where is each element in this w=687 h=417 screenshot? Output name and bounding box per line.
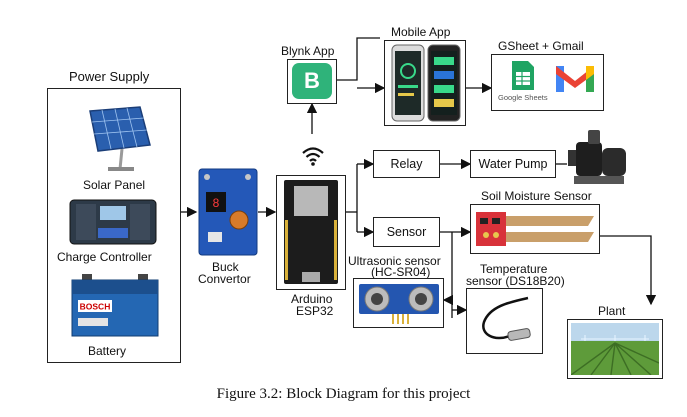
solar-panel-label: Solar Panel xyxy=(83,178,146,192)
soil-moisture-probe-image xyxy=(476,212,594,246)
sensor-block: Sensor xyxy=(373,217,440,247)
esp32-board-image xyxy=(284,180,338,284)
battery-image: BOSCH xyxy=(71,274,159,337)
figure-caption: Figure 3.2: Block Diagram for this proje… xyxy=(216,386,471,402)
soil-moisture-title: Soil Moisture Sensor xyxy=(481,189,592,203)
google-sheets-label: Google Sheets xyxy=(498,93,548,102)
solar-panel-image xyxy=(89,106,151,171)
water-pump-block: Water Pump xyxy=(470,150,556,178)
power-supply-title: Power Supply xyxy=(69,69,150,84)
ultrasonic-title-line2: (HC-SR04) xyxy=(371,265,431,279)
buck-label-line2: Convertor xyxy=(198,272,251,286)
mobile-phones-image xyxy=(391,44,461,122)
arrow-soil-to-plant xyxy=(600,235,657,306)
water-pump-image xyxy=(568,130,626,184)
svg-text:8: 8 xyxy=(213,196,220,210)
buck-label-line1: Buck xyxy=(212,260,239,274)
temperature-probe-image xyxy=(482,296,531,341)
charge-controller-label: Charge Controller xyxy=(57,250,152,264)
gmail-icon xyxy=(556,66,594,92)
plant-title: Plant xyxy=(598,304,626,318)
battery-label: Battery xyxy=(88,344,127,358)
ultrasonic-title-line1: Ultrasonic sensor xyxy=(348,254,441,268)
buck-convertor-image: 8 xyxy=(198,168,258,256)
blynk-logo-icon: B xyxy=(292,63,332,99)
plant-field-image xyxy=(571,323,659,375)
temperature-title-line1: Temperature xyxy=(480,262,548,276)
temperature-title-line2: sensor (DS18B20) xyxy=(466,274,565,288)
svg-text:BOSCH: BOSCH xyxy=(80,302,111,312)
line-blynk-to-mobile xyxy=(337,37,380,81)
charge-controller-image xyxy=(69,199,157,245)
gsheet-gmail-box xyxy=(491,54,604,111)
mobile-app-title: Mobile App xyxy=(391,25,451,39)
wifi-icon xyxy=(302,147,324,166)
ultrasonic-sensor-image xyxy=(359,284,439,324)
relay-block: Relay xyxy=(373,150,440,178)
gsheet-gmail-title: GSheet + Gmail xyxy=(498,39,584,53)
arduino-label-line1: Arduino xyxy=(291,292,333,306)
arduino-label-line2: ESP32 xyxy=(296,304,334,318)
blynk-title: Blynk App xyxy=(281,44,335,58)
google-sheets-icon xyxy=(512,61,534,90)
temperature-box xyxy=(466,288,543,354)
